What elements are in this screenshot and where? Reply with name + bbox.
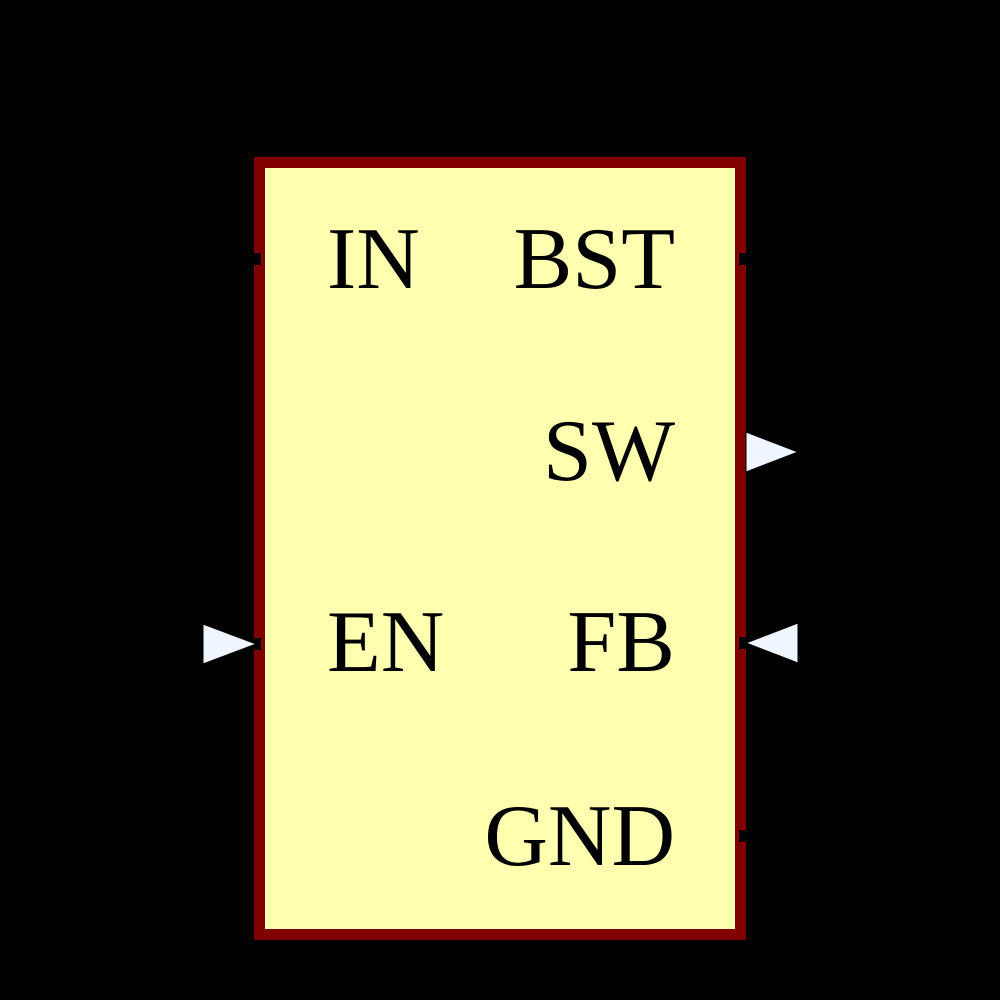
symbol-body[interactable] — [254, 157, 746, 940]
pin-bst-stub[interactable] — [739, 253, 795, 265]
pin-label-fb: FB — [567, 594, 675, 691]
pin-label-sw: SW — [543, 403, 675, 500]
pin-in-stub[interactable] — [205, 253, 261, 265]
sw-arrow-out-icon — [745, 431, 800, 473]
pin-fb-stub[interactable] — [739, 637, 795, 649]
pin-en-stub[interactable] — [205, 638, 261, 650]
pin-label-gnd: GND — [484, 788, 675, 885]
pin-label-bst: BST — [513, 211, 675, 308]
pin-label-en: EN — [327, 594, 445, 691]
pin-gnd-stub[interactable] — [739, 830, 795, 842]
pin-label-in: IN — [327, 211, 420, 308]
